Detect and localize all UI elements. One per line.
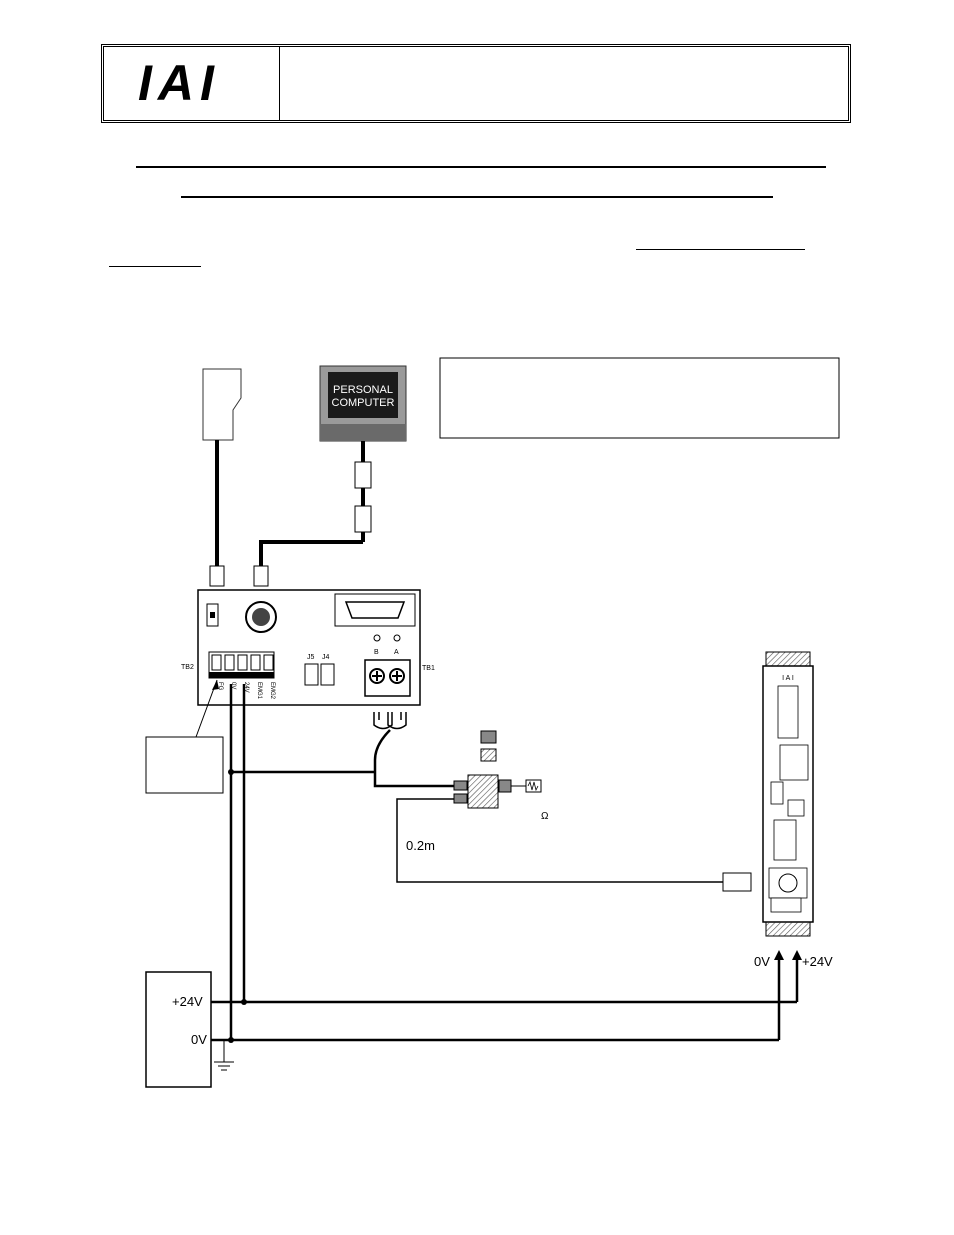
arrow-24v xyxy=(792,950,802,960)
tb2-terminal-fg-label: FG xyxy=(217,682,223,691)
title-underline-2 xyxy=(181,196,773,198)
pc-cable-ferrite-1 xyxy=(354,461,372,489)
ground-symbol xyxy=(214,1040,234,1071)
tb1-terminal-a-label: A xyxy=(394,649,399,656)
controller xyxy=(762,651,814,937)
controller-24v-label: +24V xyxy=(802,954,833,969)
cable-length-label: 0.2m xyxy=(406,838,435,853)
junction-dot-1 xyxy=(228,769,234,775)
junction-dot-3 xyxy=(241,999,247,1005)
psu-0v-label: 0V xyxy=(191,1032,207,1047)
pc-cable xyxy=(259,441,365,566)
power-wiring xyxy=(211,684,799,1042)
junction-connector xyxy=(453,774,542,809)
controller-comm-cable xyxy=(396,798,723,883)
tb1-label: TB1 xyxy=(422,665,435,672)
header-box: IAI xyxy=(101,44,851,123)
tb2-terminal-0v-label: 0V xyxy=(230,682,236,689)
legend-gray xyxy=(480,730,497,744)
ohm-symbol: Ω xyxy=(541,811,549,822)
jumper-label-j4: J4 xyxy=(322,654,330,661)
tb2-label: TB2 xyxy=(181,664,194,671)
legend-hatch xyxy=(480,748,497,762)
fg-callout-box xyxy=(145,736,224,794)
jumper-j4 xyxy=(320,663,335,686)
title-underline-1 xyxy=(136,166,826,168)
tb1-terminal-b-label: B xyxy=(374,649,379,656)
adapter-box xyxy=(197,589,421,706)
controller-brand-label: I A I xyxy=(782,675,794,682)
arrow-0v xyxy=(774,950,784,960)
text-underline-1 xyxy=(636,249,805,250)
psu-24v-label: +24V xyxy=(172,994,203,1009)
pendant-cable-connector xyxy=(209,565,225,587)
junction-dot-2 xyxy=(228,1037,234,1043)
note-box xyxy=(439,357,840,439)
personal-computer: PERSONAL COMPUTER xyxy=(319,365,407,442)
text-underline-2 xyxy=(109,266,201,267)
tb1-communication-cable xyxy=(373,729,458,788)
pc-cable-ferrite-2 xyxy=(354,505,372,533)
pc-cable-connector xyxy=(253,565,269,587)
tb2-terminal-emg1-label: EMG1 xyxy=(256,682,262,700)
pc-label-line2: COMPUTER xyxy=(332,397,395,409)
power-supply xyxy=(145,971,212,1088)
tb2-terminal-emg2-label: EMG2 xyxy=(269,682,275,700)
tb2-terminal-24v-label: 24V xyxy=(243,682,249,693)
pc-label-line1: PERSONAL xyxy=(333,384,393,396)
tb1-crimp-terminals xyxy=(373,712,407,730)
jumper-j5 xyxy=(304,663,319,686)
jumper-label-j5: J5 xyxy=(307,654,315,661)
controller-0v-label: 0V xyxy=(754,954,770,969)
iai-logo: IAI xyxy=(138,55,220,111)
controller-cable-connector xyxy=(722,872,752,892)
header-divider xyxy=(279,47,280,120)
teaching-pendant xyxy=(202,368,242,441)
